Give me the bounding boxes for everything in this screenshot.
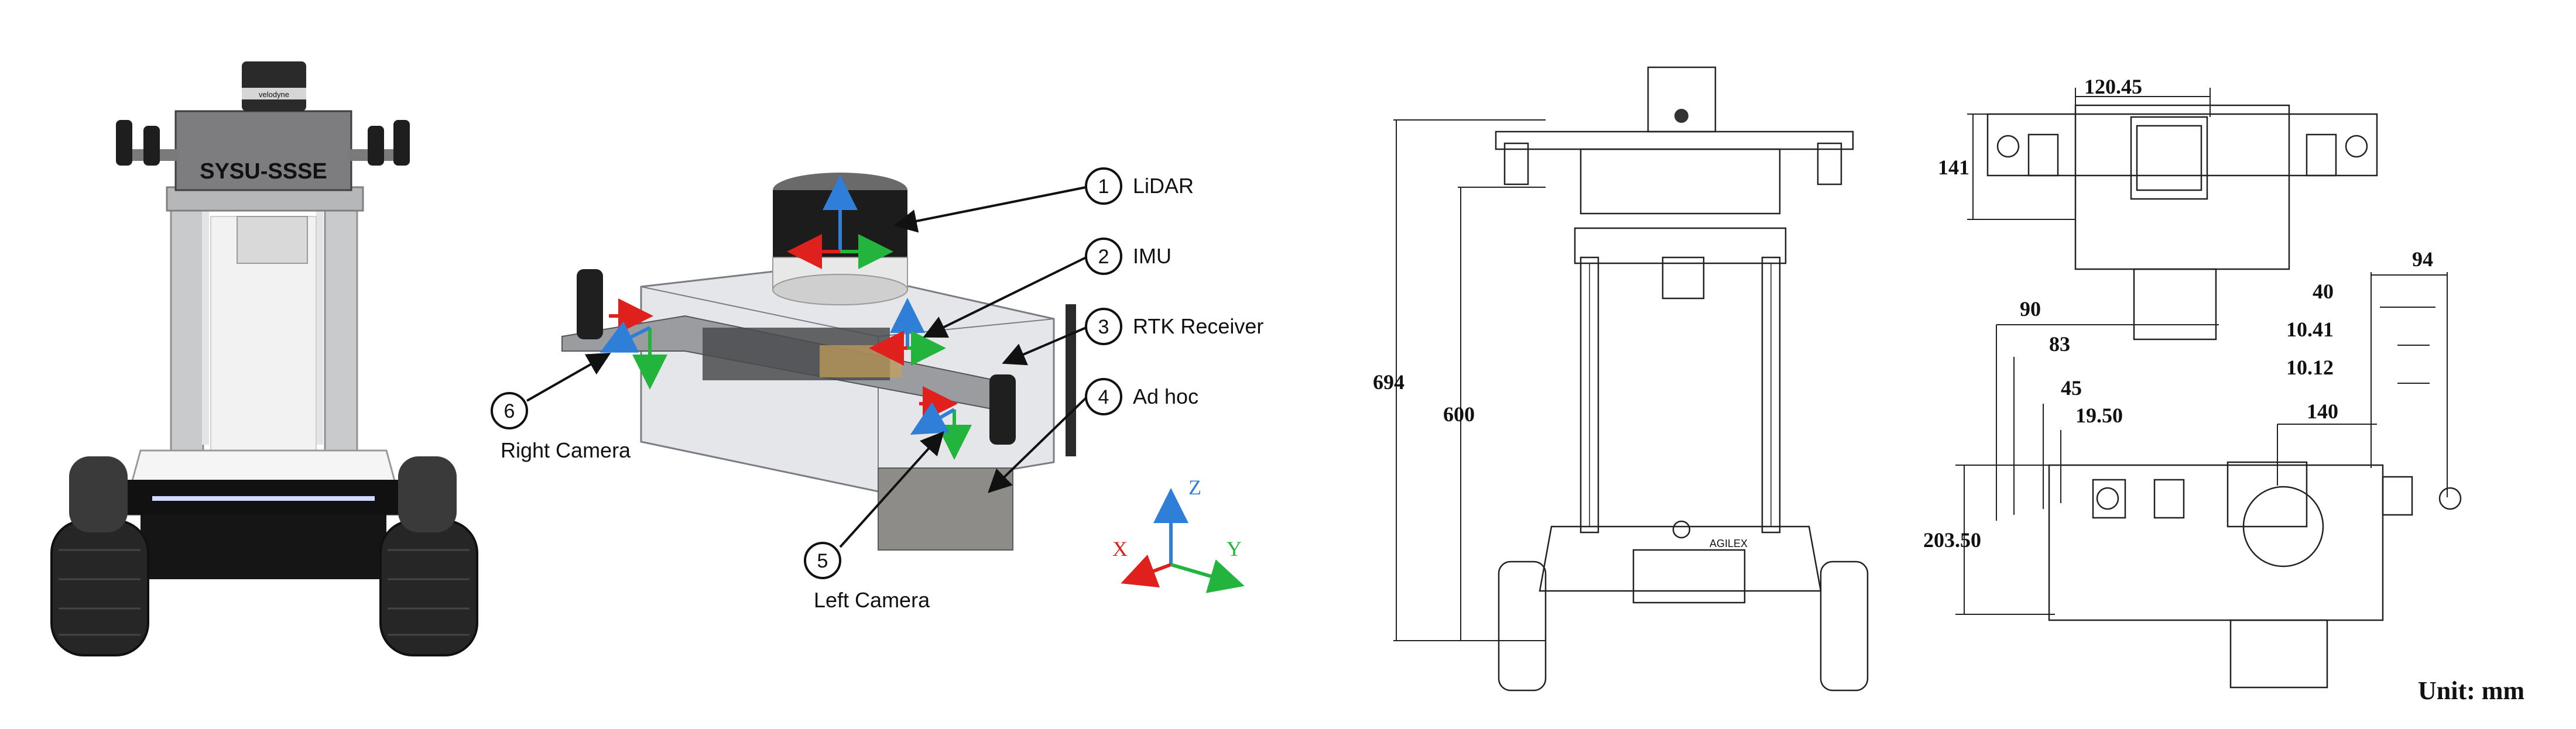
dim-94: 94	[2412, 247, 2433, 271]
adhoc-leader-line	[988, 397, 1087, 493]
unit-label: Unit: mm	[2418, 676, 2524, 705]
callout-number: 1	[1098, 176, 1109, 198]
callout-label: Left Camera	[814, 588, 930, 612]
right-camera-leader-line	[526, 353, 611, 402]
robot-photo: SYSU-SSSE velodyne SCOUT	[50, 61, 478, 656]
callout-number: 2	[1098, 246, 1109, 268]
lidar-leader-line	[893, 186, 1087, 233]
rtk-leader-line	[1002, 326, 1087, 366]
dim-total-height: 694	[1373, 370, 1405, 394]
dim-top-height: 141	[1938, 156, 1969, 179]
front-view-details	[1589, 263, 1772, 527]
callout-label: LiDAR	[1133, 174, 1194, 198]
top-view-lower-outline	[2048, 461, 2462, 689]
callout-label: RTK Receiver	[1133, 314, 1263, 338]
dim-10-12: 10.12	[2286, 356, 2334, 379]
callout-ad-hoc: 4 Ad hoc	[1085, 378, 1198, 415]
callout-imu: 2 IMU	[1085, 238, 1171, 275]
dim-40: 40	[2313, 280, 2334, 303]
callout-number: 5	[817, 550, 828, 572]
top-view-lower-dims	[1955, 272, 2448, 615]
sensor-rig-model	[561, 173, 1076, 551]
callout-right-camera: 6 Right Camera	[491, 392, 631, 462]
dim-top-width: 120.45	[2084, 75, 2142, 98]
top-view-upper-dims	[1967, 88, 2211, 220]
dim-203-50: 203.50	[1923, 528, 1981, 552]
callout-number: 3	[1098, 316, 1109, 338]
dim-upper-height: 600	[1443, 403, 1475, 426]
dim-140: 140	[2307, 400, 2338, 423]
top-plate-label: SYSU-SSSE	[200, 159, 327, 184]
callout-left-camera: 5 Left Camera	[804, 542, 930, 612]
callout-label: Ad hoc	[1133, 384, 1198, 408]
dim-45: 45	[2061, 376, 2082, 400]
y-axis-arrow	[1170, 559, 1245, 593]
left-camera-leader-line	[839, 431, 944, 548]
dim-83: 83	[2049, 332, 2070, 356]
callout-rtk-receiver: 3 RTK Receiver	[1085, 308, 1263, 345]
right-photo-camera	[393, 120, 410, 166]
z-axis-label: Z	[1188, 476, 1201, 499]
x-axis-arrow	[1121, 554, 1172, 588]
dim-90: 90	[2020, 297, 2041, 321]
dim-10-41: 10.41	[2286, 318, 2334, 341]
callout-lidar: 1 LiDAR	[1085, 167, 1194, 205]
imu-leader-line	[923, 256, 1087, 338]
callout-label: IMU	[1133, 244, 1171, 268]
axes-legend: Z X Y	[1112, 476, 1245, 593]
callout-label: Right Camera	[501, 438, 631, 462]
left-photo-camera	[116, 120, 132, 166]
x-axis-label: X	[1112, 537, 1128, 560]
dim-19-50: 19.50	[2075, 404, 2123, 427]
lidar-brand-text: velodyne	[259, 90, 289, 99]
callout-number: 4	[1098, 386, 1109, 408]
callout-number: 6	[504, 400, 515, 422]
y-axis-label: Y	[1227, 537, 1242, 560]
front-view-dimension-lines	[1393, 119, 1546, 641]
front-view-outline	[1495, 66, 1869, 692]
front-view-brand-text: AGILEX	[1710, 538, 1748, 549]
top-view-upper-outline	[1986, 104, 2378, 341]
